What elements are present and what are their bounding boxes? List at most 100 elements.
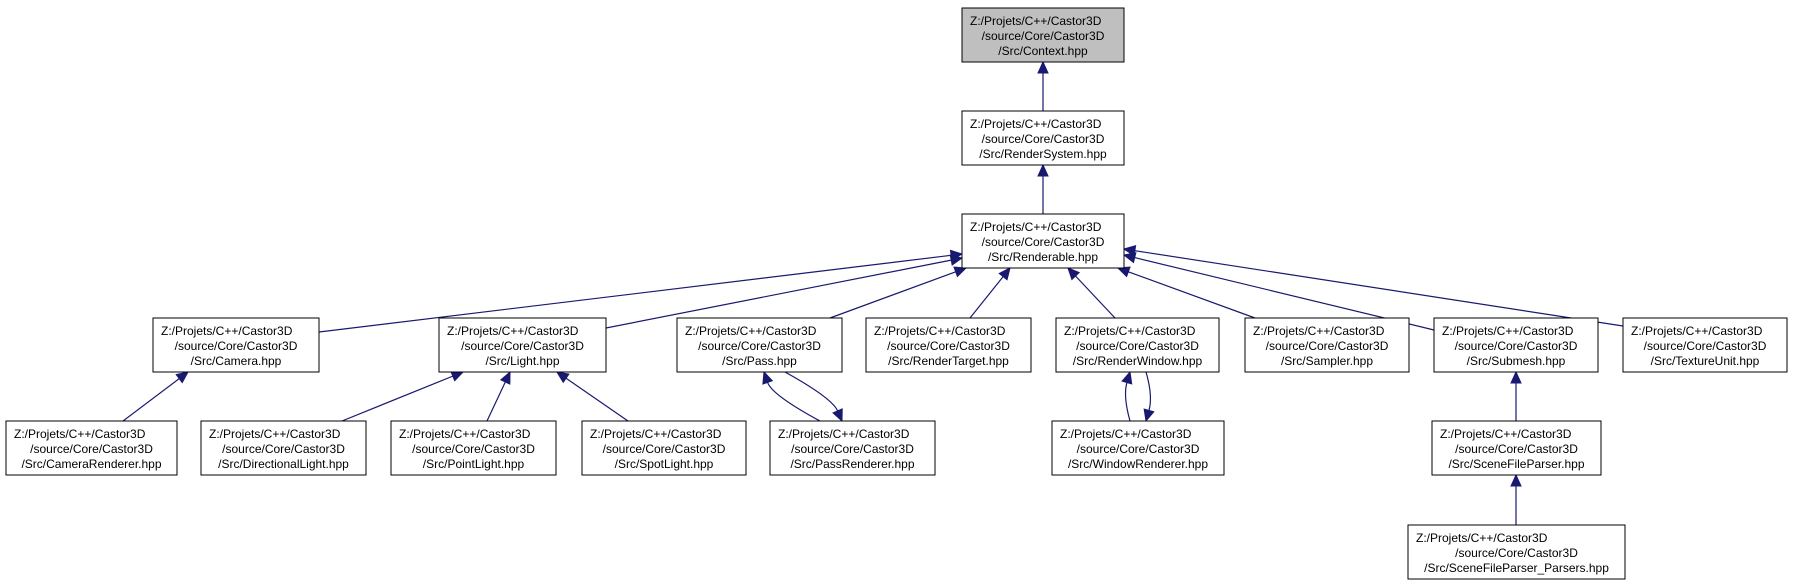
- node-label-line: Z:/Projets/C++/Castor3D: [1064, 324, 1196, 338]
- edge-line: [605, 259, 952, 329]
- node-label-line: /Src/SceneFileParser_Parsers.hpp: [1424, 561, 1609, 575]
- node-label-line: /Src/Camera.hpp: [191, 354, 282, 368]
- node-rendersystem[interactable]: Z:/Projets/C++/Castor3D/source/Core/Cast…: [961, 110, 1125, 166]
- node-box: [1051, 420, 1225, 476]
- node-label-line: Z:/Projets/C++/Castor3D: [778, 427, 910, 441]
- arrowhead-icon: [762, 370, 774, 385]
- arrowhead-icon: [175, 371, 189, 384]
- arrowhead-icon: [499, 370, 511, 385]
- node-label-line: /source/Core/Castor3D: [698, 339, 821, 353]
- node-box: [5, 420, 178, 476]
- node-box: [865, 317, 1032, 373]
- arrowhead-icon: [450, 370, 465, 382]
- node-renderwindow[interactable]: Z:/Projets/C++/Castor3D/source/Core/Cast…: [1055, 317, 1220, 373]
- arrowhead-icon: [998, 267, 1011, 281]
- node-label-line: /source/Core/Castor3D: [175, 339, 298, 353]
- node-label-line: Z:/Projets/C++/Castor3D: [874, 324, 1006, 338]
- node-label-line: /Src/PassRenderer.hpp: [790, 457, 914, 471]
- arrowhead-icon: [953, 266, 968, 278]
- node-light[interactable]: Z:/Projets/C++/Castor3D/source/Core/Cast…: [438, 317, 607, 373]
- edge-camerarenderer-to-camera: [122, 371, 189, 422]
- edge-renderwindow-to-windowrenderer: [1143, 371, 1155, 423]
- node-label-line: /source/Core/Castor3D: [1077, 442, 1200, 456]
- node-label-line: Z:/Projets/C++/Castor3D: [1416, 531, 1548, 545]
- edge-textureunit-to-renderable: [1122, 245, 1624, 327]
- node-scenefileparser[interactable]: Z:/Projets/C++/Castor3D/source/Core/Cast…: [1431, 420, 1602, 476]
- node-label-line: /source/Core/Castor3D: [222, 442, 345, 456]
- edge-passrenderer-to-pass: [762, 370, 821, 422]
- edge-line: [784, 371, 839, 412]
- node-label-line: /Src/Sampler.hpp: [1281, 354, 1373, 368]
- edge-sampler-to-renderable: [1116, 266, 1256, 319]
- node-rendertarget[interactable]: Z:/Projets/C++/Castor3D/source/Core/Cast…: [865, 317, 1032, 373]
- node-label-line: /source/Core/Castor3D: [603, 442, 726, 456]
- node-label-line: Z:/Projets/C++/Castor3D: [970, 220, 1102, 234]
- arrowhead-icon: [1037, 60, 1049, 74]
- node-label-line: Z:/Projets/C++/Castor3D: [970, 117, 1102, 131]
- edge-directionallight-to-light: [341, 370, 465, 422]
- edge-line: [767, 382, 821, 422]
- node-scenefileparser-parsers[interactable]: Z:/Projets/C++/Castor3D/source/Core/Cast…: [1407, 524, 1626, 580]
- node-label-line: /source/Core/Castor3D: [982, 235, 1105, 249]
- node-directionallight[interactable]: Z:/Projets/C++/Castor3D/source/Core/Cast…: [200, 420, 367, 476]
- arrowhead-icon: [1510, 370, 1522, 384]
- arrowhead-icon: [832, 408, 843, 423]
- arrowhead-icon: [949, 254, 964, 266]
- node-box: [581, 420, 747, 476]
- node-label-line: /Src/SpotLight.hpp: [615, 457, 714, 471]
- node-label-line: Z:/Projets/C++/Castor3D: [1442, 324, 1574, 338]
- node-label-line: /Src/CameraRenderer.hpp: [21, 457, 161, 471]
- node-box: [1407, 524, 1626, 580]
- edge-line: [1124, 382, 1131, 422]
- arrowhead-icon: [556, 371, 570, 384]
- node-textureunit[interactable]: Z:/Projets/C++/Castor3D/source/Core/Cast…: [1622, 317, 1788, 373]
- node-box: [390, 420, 557, 476]
- edge-line: [565, 377, 629, 422]
- node-label-line: Z:/Projets/C++/Castor3D: [590, 427, 722, 441]
- node-box: [769, 420, 936, 476]
- node-submesh[interactable]: Z:/Projets/C++/Castor3D/source/Core/Cast…: [1433, 317, 1599, 373]
- node-renderable[interactable]: Z:/Projets/C++/Castor3D/source/Core/Cast…: [961, 213, 1125, 269]
- node-label-line: /source/Core/Castor3D: [1455, 442, 1578, 456]
- edge-line: [969, 276, 1004, 319]
- node-context[interactable]: Z:/Projets/C++/Castor3D/source/Core/Cast…: [961, 7, 1125, 63]
- node-camera[interactable]: Z:/Projets/C++/Castor3D/source/Core/Cast…: [152, 317, 320, 373]
- edge-line: [122, 378, 180, 422]
- node-box: [961, 213, 1125, 269]
- node-label-line: /Src/RenderSystem.hpp: [979, 147, 1107, 161]
- node-label-line: Z:/Projets/C++/Castor3D: [447, 324, 579, 338]
- edge-line: [1134, 250, 1624, 327]
- node-label-line: /Src/Light.hpp: [485, 354, 559, 368]
- edge-line: [341, 375, 454, 422]
- edge-rendersystem-to-context: [1037, 60, 1049, 111]
- node-label-line: /Src/WindowRenderer.hpp: [1068, 457, 1208, 471]
- node-box: [152, 317, 320, 373]
- node-box: [961, 7, 1125, 63]
- edge-pass-to-renderable: [829, 266, 968, 319]
- node-label-line: Z:/Projets/C++/Castor3D: [161, 324, 293, 338]
- nodes-layer: Z:/Projets/C++/Castor3D/source/Core/Cast…: [5, 7, 1788, 580]
- node-box: [438, 317, 607, 373]
- node-sampler[interactable]: Z:/Projets/C++/Castor3D/source/Core/Cast…: [1244, 317, 1410, 373]
- node-pointlight[interactable]: Z:/Projets/C++/Castor3D/source/Core/Cast…: [390, 420, 557, 476]
- arrowhead-icon: [1067, 267, 1081, 281]
- node-label-line: /Src/SceneFileParser.hpp: [1448, 457, 1584, 471]
- node-label-line: Z:/Projets/C++/Castor3D: [685, 324, 817, 338]
- node-label-line: /source/Core/Castor3D: [791, 442, 914, 456]
- node-label-line: Z:/Projets/C++/Castor3D: [1631, 324, 1763, 338]
- node-label-line: Z:/Projets/C++/Castor3D: [1060, 427, 1192, 441]
- node-pass[interactable]: Z:/Projets/C++/Castor3D/source/Core/Cast…: [676, 317, 843, 373]
- node-label-line: /Src/Renderable.hpp: [988, 250, 1098, 264]
- node-spotlight[interactable]: Z:/Projets/C++/Castor3D/source/Core/Cast…: [581, 420, 747, 476]
- node-windowrenderer[interactable]: Z:/Projets/C++/Castor3D/source/Core/Cast…: [1051, 420, 1225, 476]
- edge-line: [318, 254, 952, 333]
- node-box: [1055, 317, 1220, 373]
- node-passrenderer[interactable]: Z:/Projets/C++/Castor3D/source/Core/Cast…: [769, 420, 936, 476]
- node-camerarenderer[interactable]: Z:/Projets/C++/Castor3D/source/Core/Cast…: [5, 420, 178, 476]
- arrowhead-icon: [1122, 245, 1137, 257]
- node-label-line: Z:/Projets/C++/Castor3D: [970, 14, 1102, 28]
- node-label-line: Z:/Projets/C++/Castor3D: [399, 427, 531, 441]
- node-box: [1431, 420, 1602, 476]
- node-label-line: Z:/Projets/C++/Castor3D: [14, 427, 146, 441]
- edge-line: [1075, 275, 1116, 319]
